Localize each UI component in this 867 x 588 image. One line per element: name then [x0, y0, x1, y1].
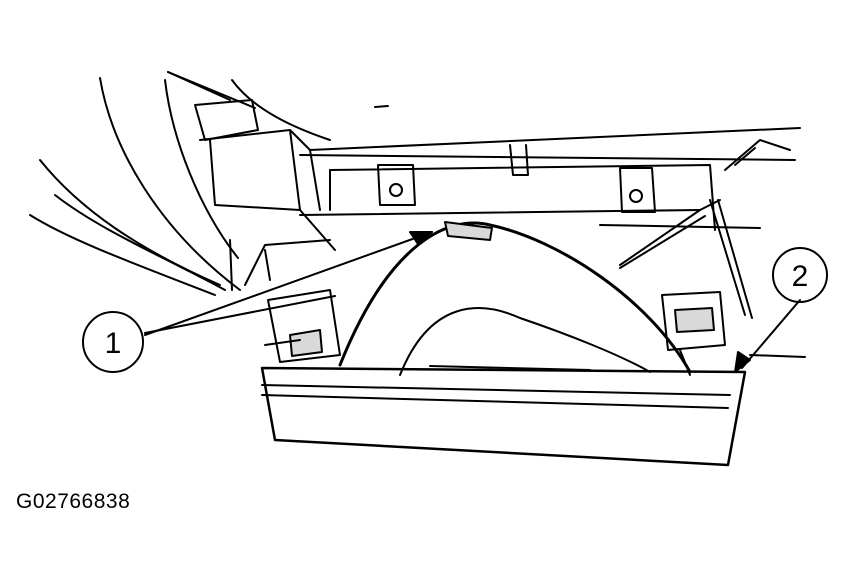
leader-arrowhead	[409, 231, 433, 245]
leader-arrowhead	[734, 351, 751, 373]
callout-number-1: 1	[105, 327, 122, 360]
callout-number-2: 2	[792, 260, 809, 293]
wiring-harness	[29, 71, 331, 296]
instrument-cluster	[260, 221, 747, 467]
callout-circle-2	[772, 247, 828, 303]
callout-circle-1	[82, 311, 144, 373]
figure-id-label: G02766838	[16, 490, 131, 513]
callout-leaders	[144, 231, 801, 369]
dash-panel	[194, 99, 806, 358]
